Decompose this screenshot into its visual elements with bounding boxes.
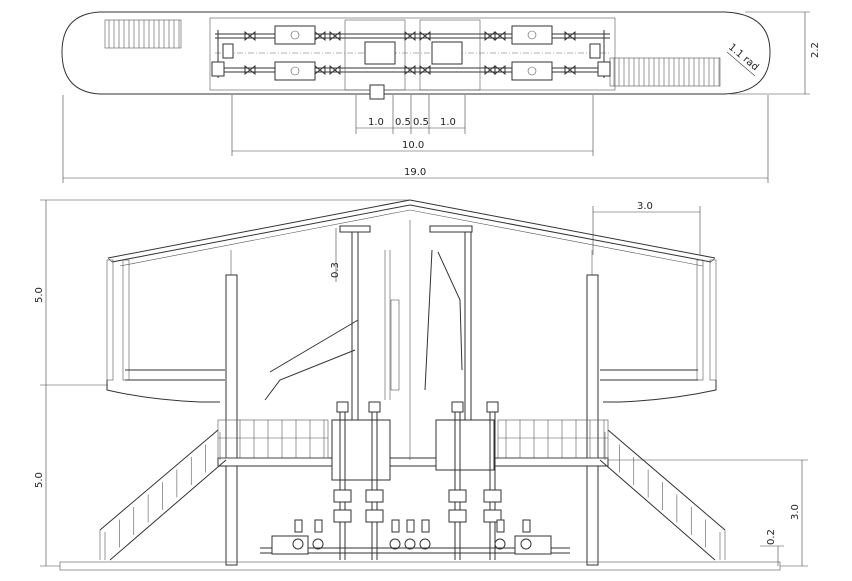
plan-radius-label: 1.1 rad: [726, 42, 760, 73]
dim-19-0: 19.0: [404, 167, 426, 178]
elevation-view: 3.0 0.3 5.0 5.0 3.0 0.2: [34, 199, 808, 571]
dim-0-5-left: 0.5: [395, 117, 411, 128]
plan-pump-2: [274, 61, 316, 81]
dim-0-2: 0.2: [766, 529, 777, 545]
pump-right: [514, 535, 552, 555]
elevation-dimensions: 3.0 0.3 5.0 5.0 3.0 0.2: [34, 199, 808, 567]
dim-0-5-right: 0.5: [413, 117, 429, 128]
plan-manifold-left: [364, 41, 396, 65]
stair-right: [599, 429, 726, 561]
dim-5-0-upper: 5.0: [34, 287, 45, 303]
plan-pump-1: [274, 25, 316, 45]
loading-arm-right: [409, 220, 473, 460]
plan-pump-4: [511, 61, 553, 81]
plan-outline: [61, 11, 771, 95]
dim-3-0-right: 3.0: [790, 504, 801, 520]
dim-3-0-top: 3.0: [637, 201, 653, 212]
plan-stair-left: [104, 19, 182, 49]
plan-view: 1.1 rad 1.0 0.5 0.5 1.0 10.0 19.0 2.2: [61, 11, 821, 183]
dim-2-2: 2.2: [810, 42, 821, 58]
plan-equipment-area: [209, 17, 616, 91]
plan-pump-3: [511, 25, 553, 45]
base-slab: [59, 561, 781, 571]
dim-5-0-lower: 5.0: [34, 472, 45, 488]
platform-railing-left: [217, 419, 329, 459]
plan-dimensions: 1.0 0.5 0.5 1.0 10.0 19.0 2.2: [62, 11, 821, 183]
dim-1-0-right: 1.0: [440, 117, 456, 128]
dim-10-0: 10.0: [402, 140, 424, 151]
plan-manifold-right: [431, 41, 463, 65]
loading-arm-left: [264, 225, 400, 420]
platform-deck: [217, 457, 609, 467]
dim-0-3: 0.3: [330, 262, 341, 278]
platform-railing-right: [497, 419, 609, 459]
dim-1-0-left: 1.0: [368, 117, 384, 128]
pump-left: [271, 535, 309, 555]
plan-stair-right: [609, 57, 721, 87]
central-vessel: [331, 419, 391, 481]
stair-left: [99, 429, 227, 561]
roof: [107, 199, 716, 267]
